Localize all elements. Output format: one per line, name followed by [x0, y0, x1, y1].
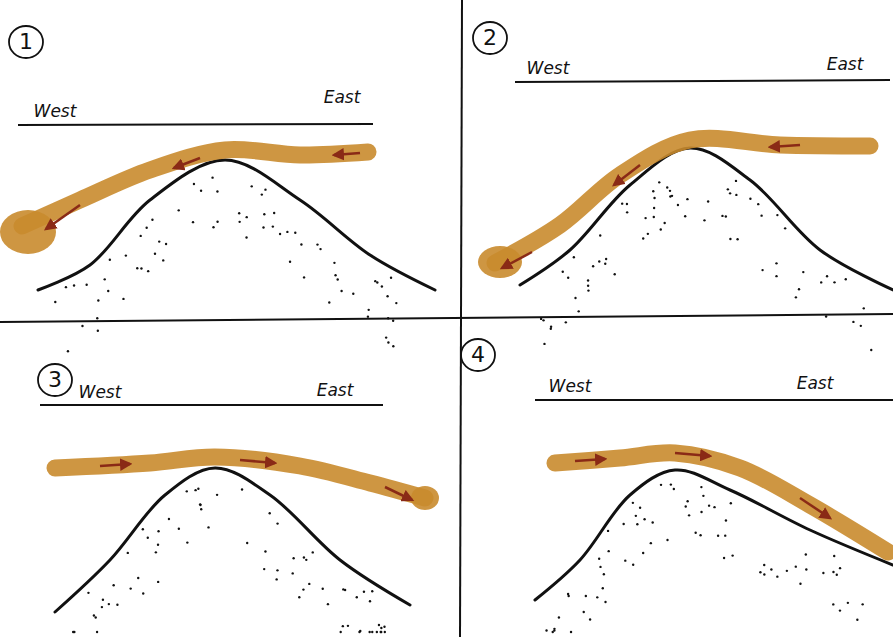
ground-line [40, 404, 383, 406]
direction-label: East [324, 89, 361, 106]
callout-number: 2 [483, 27, 497, 49]
panel [461, 339, 893, 633]
direction-label: West [549, 378, 592, 395]
stipple [54, 176, 397, 352]
flow-arrow [334, 153, 360, 155]
direction-label: East [317, 382, 354, 399]
flow-arrow [675, 453, 710, 456]
flow-arrow [614, 165, 640, 185]
air-flow [555, 453, 888, 552]
air-flow [55, 457, 425, 498]
panel [473, 22, 893, 351]
direction-label: East [797, 375, 834, 392]
air-flow [0, 210, 56, 254]
ground-line [18, 124, 373, 125]
flow-arrow [575, 459, 605, 461]
mountain-outline [535, 470, 893, 600]
flow-arrow [240, 460, 275, 463]
number-circle [38, 364, 72, 396]
flow-arrow [46, 205, 80, 229]
panel [0, 26, 435, 352]
callout-number: 4 [471, 344, 485, 366]
flow-arrow [502, 252, 532, 268]
direction-label: West [527, 60, 570, 77]
number-circle [9, 26, 43, 58]
flow-arrow [385, 487, 412, 500]
flow-arrow [800, 498, 830, 518]
direction-label: West [79, 384, 122, 401]
direction-label: East [827, 56, 864, 73]
ground-line [535, 399, 893, 401]
flow-arrow [174, 158, 200, 168]
air-flow [22, 150, 368, 226]
number-circle [473, 22, 507, 54]
panel-divider [0, 314, 893, 322]
flow-arrow [100, 464, 130, 466]
air-flow [411, 486, 439, 510]
mountain-outline [38, 160, 435, 290]
ground-line [515, 80, 890, 82]
direction-label: West [34, 103, 77, 120]
callout-number: 1 [19, 31, 33, 53]
mountain-outline [55, 468, 410, 612]
flow-arrow [770, 145, 800, 147]
panel [38, 364, 439, 633]
number-circle [461, 339, 495, 371]
stipple [72, 488, 386, 634]
callout-number: 3 [48, 369, 62, 391]
air-flow [495, 138, 870, 263]
